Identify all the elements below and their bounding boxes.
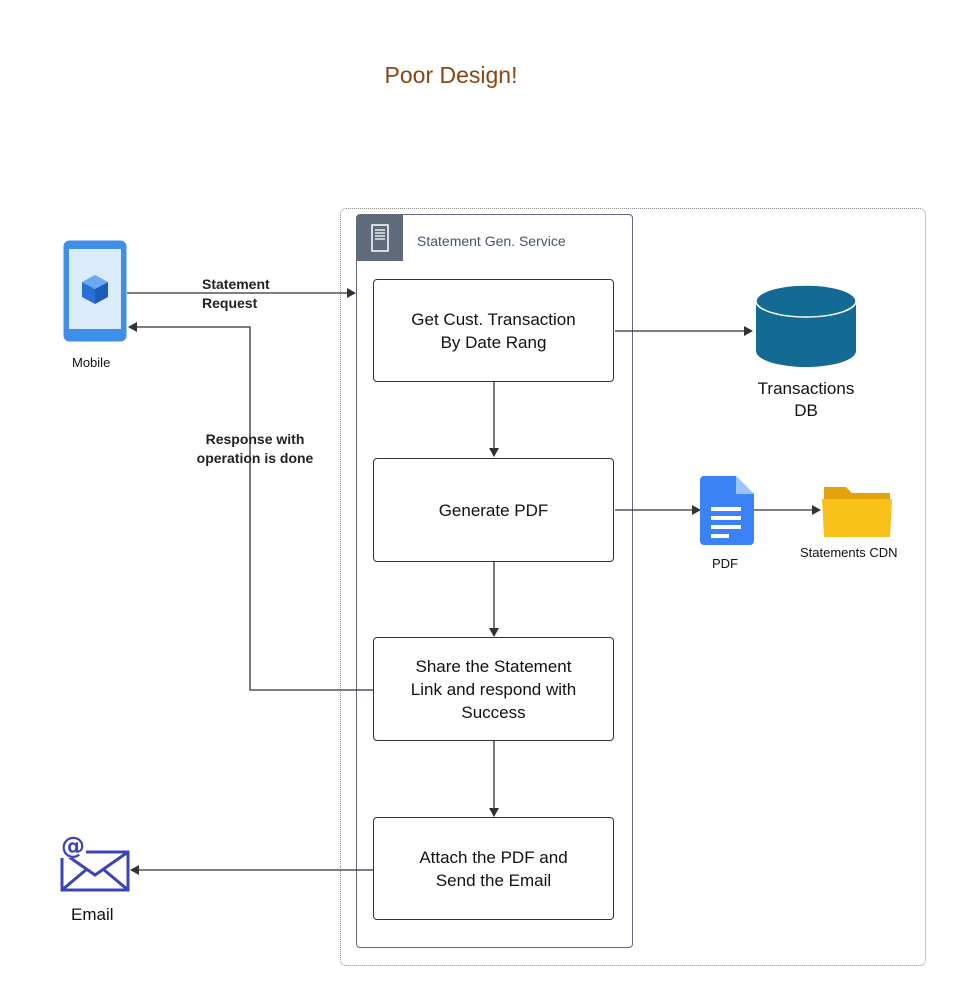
server-icon [357,215,403,261]
svg-text:@: @ [61,832,85,860]
email-icon: @ [60,832,130,892]
pdf-label: PDF [712,556,738,571]
request-label: Statement Request [202,276,270,311]
db-label: Transactions DB [757,379,855,420]
diagram-title: Poor Design! [384,62,518,88]
step-get-transactions: Get Cust. Transaction By Date Rang [373,279,614,382]
mobile-phone-icon [63,240,127,342]
cdn-label: Statements CDN [800,545,898,560]
response-arrow [128,322,374,691]
step-share-link: Share the Statement Link and respond wit… [373,637,614,741]
step-send-email: Attach the PDF and Send the Email [373,817,614,920]
mobile-label: Mobile [72,355,111,370]
service-title: Statement Gen. Service [417,233,566,249]
folder-icon [822,483,892,537]
response-label: Response with operation is done [196,431,314,466]
email-label: Email [71,905,114,924]
step-generate-pdf: Generate PDF [373,458,614,562]
database-icon [754,283,858,368]
pdf-document-icon [700,476,754,545]
outer-boundary [340,208,926,966]
